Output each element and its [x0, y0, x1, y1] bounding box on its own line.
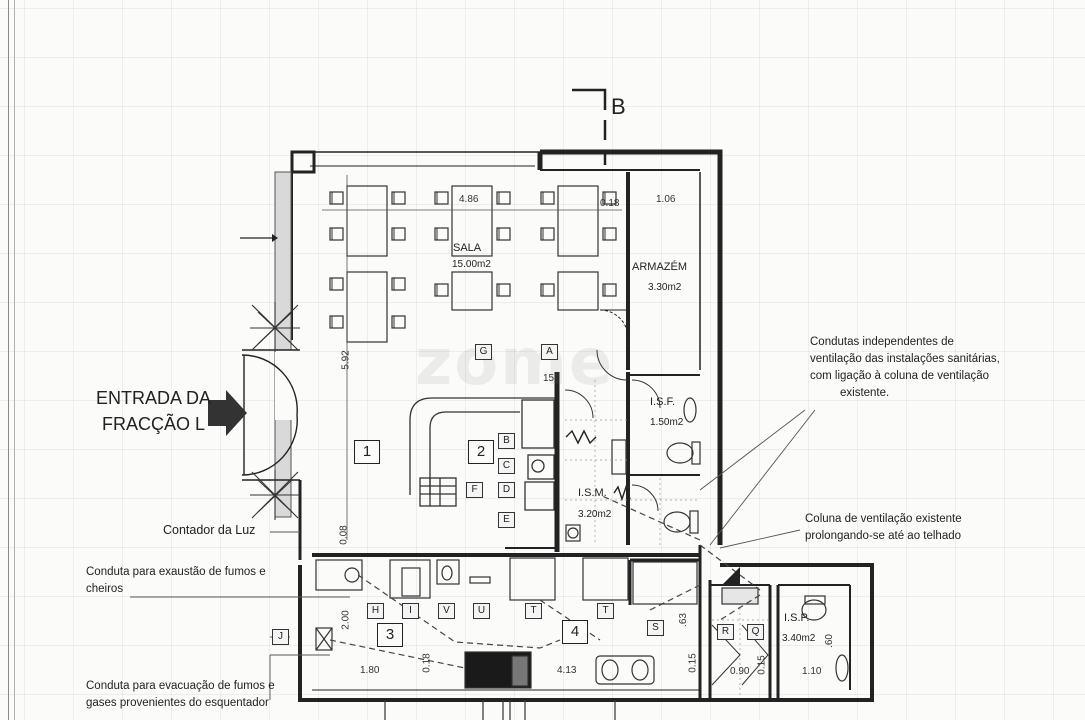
zone-1-marker: 1 — [354, 440, 380, 464]
equipment-tag-h: H — [367, 603, 384, 619]
room-isf-name: I.S.F. — [650, 396, 676, 408]
vent-symbols — [565, 429, 631, 502]
interior-walls — [312, 372, 851, 700]
note-exhaust-line1: Conduta para exaustão de fumos e — [86, 566, 266, 578]
equipment-tag-j: J — [272, 629, 289, 645]
equipment-tag-i: I — [402, 603, 419, 619]
note-ventilation-line3: com ligação à coluna de ventilação — [810, 370, 990, 382]
note-ventilation-column: Coluna de ventilação existente prolongan… — [805, 511, 962, 545]
plant-top-icon — [250, 302, 300, 352]
entrance-arrow-icon — [208, 390, 247, 436]
equipment-tag-r: R — [717, 624, 734, 640]
room-isp-name: I.S.P. — [784, 612, 810, 624]
dimension-4-13: 4.13 — [557, 665, 577, 676]
dimension-0-15b: 0.15 — [756, 655, 768, 675]
wc-tiles — [565, 380, 768, 698]
dimension-1-80: 1.80 — [360, 665, 380, 676]
room-armazem-area: 3.30m2 — [648, 282, 682, 293]
dimension-4-86: 4.86 — [459, 194, 479, 205]
note-ventilation-line4: existente. — [840, 387, 890, 399]
note-column-line1: Coluna de ventilação existente — [805, 513, 962, 525]
room-ism-name: I.S.M. — [578, 487, 607, 499]
note-electric-meter: Contador da Luz — [163, 523, 256, 537]
wc-fixtures — [565, 397, 849, 682]
note-ventilation-line1: Condutas independentes de — [810, 336, 954, 348]
equipment-tag-g: G — [475, 344, 492, 360]
equipment-tag-q: Q — [747, 624, 764, 640]
zone-2-marker: 2 — [468, 440, 494, 464]
dimension-0-63: .63 — [677, 613, 689, 627]
ventilation-column — [722, 567, 740, 585]
storage-room-walls — [599, 172, 701, 370]
ventilation-ducts — [329, 494, 761, 669]
room-sala-area: 15.00m2 — [452, 259, 491, 270]
entrance-label-line2: FRACÇÃO L — [102, 414, 206, 434]
equipment-tag-d: D — [498, 482, 515, 498]
note-ventilation-ducts: Condutas independentes de ventilação das… — [810, 334, 1000, 402]
sheet-border-line-inner — [14, 0, 15, 720]
equipment-tag-u: U — [473, 603, 490, 619]
room-armazem-name: ARMAZÉM — [632, 261, 687, 273]
watermark: zome — [415, 326, 615, 400]
facade-glazing — [274, 171, 293, 518]
equipment-tag-b: B — [498, 433, 515, 449]
room-isp-area: 3.40m2 — [782, 633, 816, 644]
note-flue-line2: gases provenientes do esquentador — [86, 697, 269, 709]
entrance-label-line1: ENTRADA DA — [96, 388, 212, 408]
dimension-2-00: 2.00 — [340, 610, 352, 630]
note-flue-line1: Conduta para evacuação de fumos e — [86, 680, 275, 692]
sheet-border-line — [8, 0, 9, 720]
section-marker-label: B — [611, 94, 626, 119]
equipment-tag-s: S — [647, 620, 664, 636]
kitchen-fixtures — [315, 557, 759, 689]
entrance-label: ENTRADA DA FRACÇÃO L — [96, 385, 211, 437]
note-flue-duct: Conduta para evacuação de fumos e gases … — [86, 678, 275, 712]
dining-tables — [346, 185, 599, 343]
dimension-0-18b: 0.18 — [421, 653, 433, 673]
note-column-line2: prolongando-se até ao telhado — [805, 530, 962, 542]
room-sala-name: SALA — [453, 242, 482, 254]
note-ventilation-line2: ventilação das instalações sanitárias, — [810, 353, 1000, 365]
plant-bottom-icon — [250, 470, 300, 520]
bar-counter — [409, 397, 555, 511]
note-exhaust-duct: Conduta para exaustão de fumos e cheiros — [86, 564, 266, 598]
small-arrow-icon — [240, 234, 278, 242]
equipment-tag-t2: T — [597, 603, 614, 619]
equipment-tag-v: V — [438, 603, 455, 619]
equipment-tag-a: A — [541, 344, 558, 360]
note-leader-lines — [130, 409, 816, 700]
room-isf-area: 1.50m2 — [650, 417, 684, 428]
equipment-tag-f: F — [466, 482, 483, 498]
zone-4-marker: 4 — [562, 620, 588, 644]
room-ism-area: 3.20m2 — [578, 509, 612, 520]
dimension-5-92: 5.92 — [340, 350, 352, 370]
note-exhaust-line2: cheiros — [86, 583, 124, 595]
dimension-0-15: 0.15 — [687, 653, 699, 673]
equipment-tag-t1: T — [525, 603, 542, 619]
equipment-tag-e: E — [498, 512, 515, 528]
dimension-15: 15 — [543, 373, 555, 384]
equipment-tag-c: C — [498, 458, 515, 474]
dimension-1-10: 1.10 — [802, 666, 822, 677]
zone-3-marker: 3 — [377, 623, 403, 647]
bottom-outlets — [384, 700, 616, 720]
dimension-0-08: 0.08 — [338, 525, 350, 545]
dimension-1-06: 1.06 — [656, 194, 676, 205]
dimension-0-90: 0.90 — [730, 666, 750, 677]
dimension-0-60: .60 — [823, 634, 835, 648]
dimension-0-18: 0.18 — [600, 198, 620, 209]
